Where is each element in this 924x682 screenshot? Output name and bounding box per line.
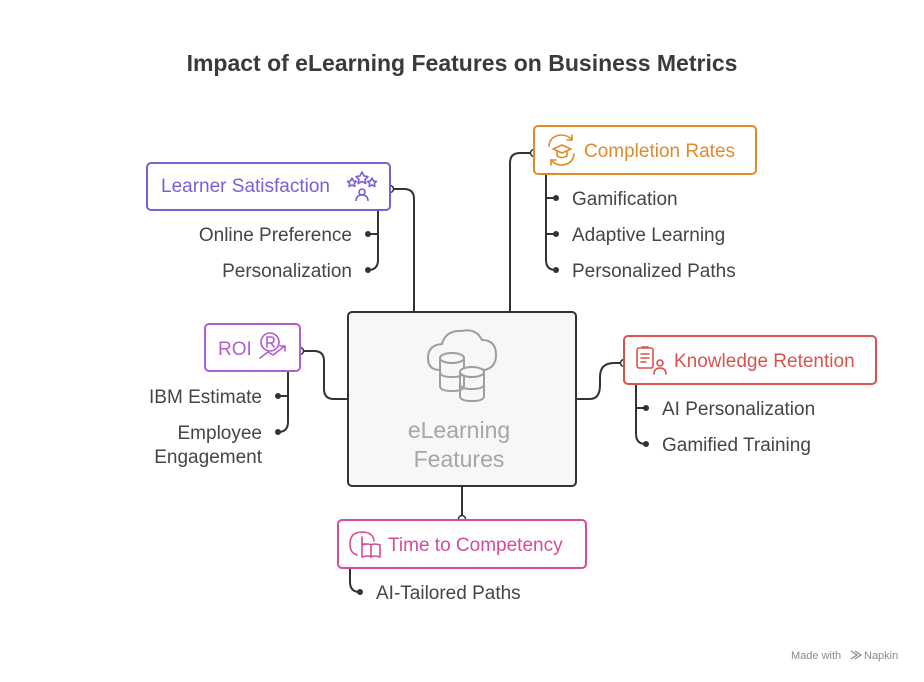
clock-book-icon [349,531,381,558]
knowledge-retention-item-1: AI Personalization [662,399,815,420]
completion-rates-item-3: Personalized Paths [572,261,736,282]
learner-satisfaction-item-2: Personalization [222,261,352,282]
topic-label: Knowledge Retention [674,351,855,372]
topic-roi[interactable]: ROI [204,323,301,372]
rupee-growth-icon [259,332,286,359]
bracket-knowledge-retention [635,384,647,445]
knowledge-retention-item-2: Gamified Training [662,435,811,456]
footer-brand: Napkin [864,650,898,662]
center-node: eLearning Features [347,311,577,487]
center-label-line2: Features [414,446,505,472]
diagram-title: Impact of eLearning Features on Business… [187,50,738,76]
center-label-line1: eLearning [408,417,510,443]
topic-label: Learner Satisfaction [161,176,330,197]
connector-learner-satisfaction [390,188,415,312]
time-to-competency-item-1: AI-Tailored Paths [376,583,521,604]
connector-knowledge-retention [576,362,624,400]
clipboard-person-icon [636,346,667,375]
topic-time-to-competency[interactable]: Time to Competency [337,519,587,569]
bracket-time-to-competency [349,568,361,593]
cloud-database-icon [426,329,498,403]
roi-item-1: IBM Estimate [149,387,262,408]
topic-label: Completion Rates [584,141,735,162]
learner-satisfaction-item-1: Online Preference [199,225,352,246]
topic-label: Time to Competency [388,535,563,556]
roi-item-2: Employee [178,423,263,444]
completion-rates-item-2: Adaptive Learning [572,225,725,246]
footer-made-with: Made with [791,650,841,662]
topic-label: ROI [218,339,252,360]
bracket-completion-rates [545,175,557,271]
topic-knowledge-retention[interactable]: Knowledge Retention [623,335,877,385]
connector-completion-rates [509,152,534,312]
connector-roi [300,350,348,400]
topic-learner-satisfaction[interactable]: Learner Satisfaction [146,162,391,211]
award-stars-icon [346,171,378,202]
roi-item-3: Engagement [154,447,262,468]
bracket-roi [277,372,289,433]
completion-rates-item-1: Gamification [572,189,678,210]
bullet-dots [275,195,649,595]
napkin-logo-icon [850,650,863,660]
bracket-learner-satisfaction [367,210,379,271]
topic-completion-rates[interactable]: Completion Rates [533,125,757,175]
graduation-cap-cycle-icon [548,134,575,166]
footer-watermark: Made with Napkin [791,650,898,662]
